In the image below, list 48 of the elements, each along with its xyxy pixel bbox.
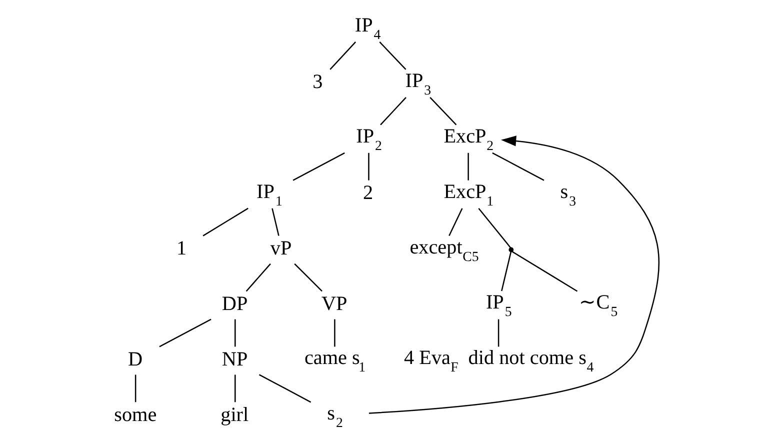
connector xyxy=(234,318,236,346)
connector xyxy=(202,207,248,236)
node-text: s$_{3}$ xyxy=(560,180,576,208)
connector xyxy=(258,374,312,402)
connector xyxy=(272,208,280,236)
node-text: 4 Eva$_{F}$ did not come s$_{4}$ xyxy=(404,346,594,374)
connector xyxy=(501,250,512,291)
node-text: VP xyxy=(321,292,348,314)
connector xyxy=(379,41,406,70)
node-text: DP xyxy=(222,292,248,314)
node-text: ExcP$_{1}$ xyxy=(444,180,494,208)
node-text: IP$_{3}$ xyxy=(405,69,432,97)
connector xyxy=(492,152,544,180)
node-text: D xyxy=(128,348,143,370)
node-text: IP$_{2}$ xyxy=(356,124,382,152)
connector xyxy=(512,250,578,292)
node-text: came s$_{1}$ xyxy=(304,346,366,374)
node-text: 2 xyxy=(363,182,374,204)
connector xyxy=(159,318,212,347)
connector xyxy=(294,262,322,292)
connector xyxy=(246,262,271,292)
node-point xyxy=(508,246,514,252)
connector xyxy=(368,152,370,180)
connector xyxy=(430,96,457,125)
node-text: 1 xyxy=(176,237,187,260)
connector xyxy=(234,374,236,402)
node-text: IP$_{1}$ xyxy=(256,180,282,208)
connector xyxy=(498,318,500,346)
connector xyxy=(134,374,136,402)
connector xyxy=(330,41,356,70)
connector xyxy=(448,208,463,236)
connector xyxy=(334,318,336,346)
node-text: s$_{2}$ xyxy=(327,402,343,430)
node-text: ∼C$_{5}$ xyxy=(579,291,618,319)
node-text: IP$_{4}$ xyxy=(354,14,381,42)
node-text: girl xyxy=(220,403,249,426)
arrow xyxy=(368,135,660,414)
node-text: some xyxy=(114,403,157,426)
connector xyxy=(292,152,345,180)
node-text: IP$_{5}$ xyxy=(486,291,512,319)
node-text: except$_{C5}$ xyxy=(410,236,479,264)
node-text: 3 xyxy=(312,70,323,93)
node-text: NP xyxy=(222,348,248,370)
node-text: vP xyxy=(270,237,292,260)
node-text: ExcP$_{2}$ xyxy=(444,124,494,152)
connector xyxy=(468,152,469,180)
connector xyxy=(478,207,512,248)
connector xyxy=(380,96,406,125)
